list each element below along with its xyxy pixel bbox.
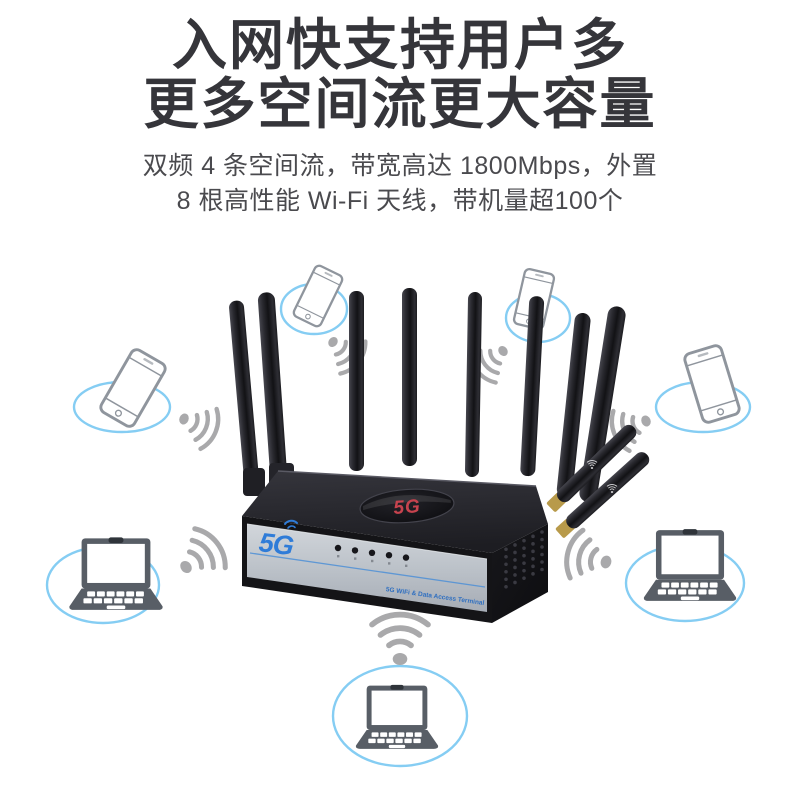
vent-hole	[504, 554, 508, 559]
laptop-icon-right	[643, 529, 737, 601]
vent-hole	[504, 577, 508, 582]
router-top-badge-label: 5G	[393, 496, 422, 519]
phones	[97, 262, 743, 431]
antenna	[229, 300, 260, 496]
page-title: 入网快支持用户多更多空间流更大容量	[0, 14, 800, 136]
vent-hole	[531, 557, 535, 561]
laptop-icon-bottom	[355, 684, 439, 749]
led-indicator	[402, 554, 410, 561]
vent-hole	[531, 534, 535, 539]
vent-hole	[513, 573, 517, 577]
vent-hole	[540, 567, 544, 572]
phone-icon-left	[97, 345, 169, 431]
title-line-1: 入网快支持用户多	[171, 14, 628, 76]
header: 入网快支持用户多更多空间流更大容量 双频 4 条空间流，带宽高达 1800Mbp…	[0, 14, 800, 220]
router-front-panel	[247, 524, 487, 612]
vent-hole	[531, 564, 535, 569]
vent-hole	[513, 550, 517, 555]
logo-signal-arc-small	[287, 525, 296, 529]
page-subtitle: 双频 4 条空间流，带宽高达 1800Mbps，外置 8 根高性能 Wi-Fi 天…	[0, 149, 800, 220]
vent-hole	[522, 553, 526, 558]
wifi-signal-icon-left-laptop	[167, 523, 233, 589]
vent-hole	[513, 558, 517, 562]
vent-hole	[522, 576, 526, 580]
vent-hole	[522, 561, 526, 565]
router-top-edge-highlight	[277, 470, 537, 487]
led-indicator	[334, 544, 342, 552]
logo-signal-arc	[284, 519, 298, 525]
led-indicator	[368, 549, 376, 556]
wifi-signal-icon-right-laptop	[562, 528, 618, 587]
vent-hole	[540, 537, 544, 542]
antenna	[465, 292, 482, 477]
led-indicator	[351, 547, 359, 554]
vent-hole	[522, 546, 526, 550]
panel-blue-line	[249, 552, 486, 588]
antenna	[349, 291, 364, 471]
vent-hole	[522, 568, 526, 573]
vent-hole	[540, 560, 544, 564]
wifi-signal-icon-bottom-laptop	[372, 615, 428, 665]
vent-hole	[504, 569, 508, 574]
router-front-5g-logo: 5G	[257, 519, 298, 561]
led-tick-labels	[337, 555, 408, 567]
side-antennas	[546, 424, 650, 538]
phone-icon-top-left	[291, 262, 345, 330]
antenna-side	[566, 452, 650, 529]
title-line-2: 更多空间流更大容量	[143, 73, 657, 136]
router-antennas	[229, 288, 626, 503]
vent-hole	[540, 545, 544, 549]
antenna	[579, 306, 626, 503]
router-5g: 5G 5G	[229, 288, 650, 623]
antenna-side	[556, 424, 637, 503]
led-indicator	[385, 552, 393, 559]
vent-hole	[540, 530, 544, 534]
coverage-ring-bottom-laptop	[331, 664, 469, 768]
vent-hole	[522, 538, 526, 543]
vent-hole	[531, 549, 535, 554]
antenna	[520, 296, 545, 477]
antenna-hinge	[243, 468, 265, 496]
subtitle-line-1: 双频 4 条空间流，带宽高达 1800Mbps，外置	[142, 151, 658, 180]
vent-hole	[531, 542, 535, 546]
led-indicators	[334, 544, 410, 561]
laptop-icon-left	[69, 537, 163, 610]
vent-hole	[504, 562, 508, 567]
phone-icon-right	[681, 342, 743, 426]
vent-hole	[513, 543, 517, 547]
vent-holes	[504, 530, 544, 589]
router-front-logo-text: 5G	[257, 527, 295, 561]
vent-hole	[540, 552, 544, 557]
router-top-badge: 5G	[359, 488, 455, 524]
vent-hole	[531, 572, 535, 576]
wifi-signal-icon-left-phone	[172, 397, 224, 451]
panel-top-highlight	[246, 523, 488, 560]
antenna	[402, 288, 417, 466]
vent-hole	[504, 547, 508, 552]
antenna	[257, 292, 288, 488]
antenna	[556, 312, 591, 498]
vent-hole	[504, 584, 508, 589]
vent-hole	[513, 565, 517, 570]
subtitle-line-2: 8 根高性能 Wi-Fi 天线，带机量超100个	[176, 187, 624, 216]
vent-hole	[513, 580, 517, 585]
